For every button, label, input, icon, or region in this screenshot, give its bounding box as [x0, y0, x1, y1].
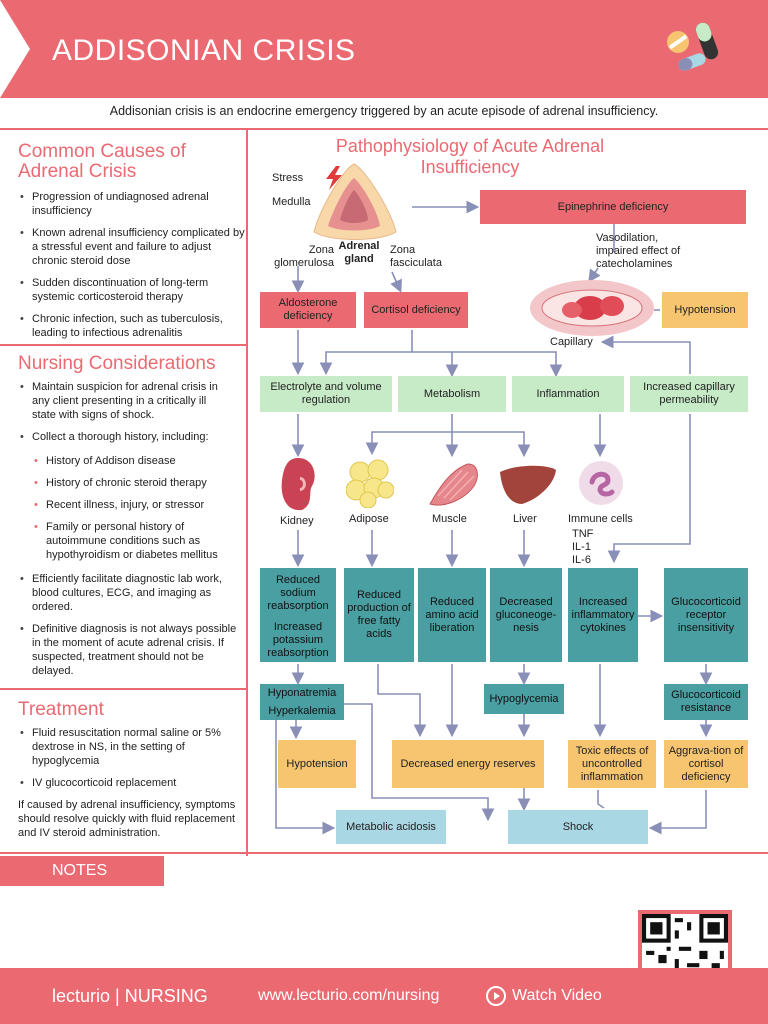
divider [0, 688, 246, 690]
list-item: Maintain suspicion for adrenal crisis in… [18, 380, 246, 422]
capillary-permeability-box: Increased capillary permeability [630, 376, 748, 412]
cortisol-box: Cortisol deficiency [364, 292, 468, 328]
potassium-text: Increased potassium reabsorption [267, 621, 329, 659]
label-kidney: Kidney [280, 515, 314, 527]
label-liver: Liver [513, 513, 537, 525]
intro-text: Addisonian crisis is an endocrine emerge… [109, 104, 659, 118]
list-item: Definitive diagnosis is not always possi… [18, 622, 246, 678]
sodium-text: Reduced sodium reabsorption [267, 574, 329, 612]
aggravation-box: Aggrava-tion of cortisol deficiency [664, 740, 748, 788]
label-adipose: Adipose [349, 513, 389, 525]
hyponatremia-box: Hyponatremia [260, 684, 344, 702]
epinephrine-box: Epinephrine deficiency [480, 190, 746, 224]
sodium-potassium-box: Reduced sodium reabsorption Increased po… [260, 568, 336, 662]
liver-icon [500, 465, 556, 504]
divider [0, 852, 768, 854]
lightning-icon [326, 166, 342, 190]
energy-reserves-box: Decreased energy reserves [392, 740, 544, 788]
gluconeogenesis-box: Decreased gluconeoge-nesis [490, 568, 562, 662]
gc-resistance-box: Glucocorticoid resistance [664, 684, 748, 720]
label-muscle: Muscle [432, 513, 467, 525]
label-cytokines: TNF IL-1 IL-6 [572, 528, 594, 566]
list-item: Efficiently facilitate diagnostic lab wo… [18, 572, 246, 614]
metabolism-box: Metabolism [398, 376, 506, 412]
diagram-title: Pathophysiology of Acute Adrenal Insuffi… [335, 136, 605, 177]
label-zona-glomerulosa: Zona glomerulosa [274, 244, 334, 269]
treatment-section: Treatment Fluid resuscitation normal sal… [18, 700, 246, 840]
column-divider [246, 128, 248, 856]
pills-icon [667, 22, 719, 71]
label-medulla: Medulla [272, 196, 311, 208]
nursing-section: Nursing Considerations Maintain suspicio… [18, 354, 246, 686]
watch-video-link[interactable]: Watch Video [512, 987, 602, 1004]
divider [0, 344, 246, 346]
list-item: IV glucocorticoid replacement [18, 776, 246, 790]
divider [0, 128, 768, 130]
list-item: Collect a thorough history, including: [18, 430, 246, 444]
list-item: Sudden discontinuation of long-term syst… [18, 276, 246, 304]
list-item: Progression of undiagnosed adrenal insuf… [18, 190, 246, 218]
toxic-effects-box: Toxic effects of uncontrolled inflammati… [568, 740, 656, 788]
fatty-acids-box: Reduced production of free fatty acids [344, 568, 414, 662]
muscle-icon [429, 463, 478, 506]
list-item: History of Addison disease [18, 454, 246, 468]
cytokines-box: Increased inflammatory cytokines [568, 568, 638, 662]
notes-label: NOTES [0, 856, 164, 886]
list-item: Known adrenal insufficiency complicated … [18, 226, 246, 268]
capillary-illustration [530, 280, 654, 336]
footer-bar: lecturio | NURSING www.lecturio.com/nurs… [0, 968, 768, 1024]
aldosterone-box: Aldosterone deficiency [260, 292, 356, 328]
label-stress: Stress [272, 172, 304, 184]
list-item: Fluid resuscitation normal saline or 5% … [18, 726, 246, 768]
header-bar: ADDISONIAN CRISIS [0, 0, 768, 98]
amino-acid-box: Reduced amino acid liberation [418, 568, 486, 662]
adipose-icon [346, 459, 394, 508]
causes-section: Common Causes of Adrenal Crisis Progress… [18, 142, 246, 348]
shock-box: Shock [508, 810, 648, 844]
list-item: Chronic infection, such as tuberculosis,… [18, 312, 246, 340]
kidney-icon [281, 458, 315, 511]
nursing-title: Nursing Considerations [18, 353, 216, 374]
label-vasodilation: Vasodilation, impaired effect of catecho… [596, 232, 681, 270]
electrolyte-box: Electrolyte and volume regulation [260, 376, 392, 412]
hypotension-box: Hypotension [662, 292, 748, 328]
header-chevron [0, 0, 30, 98]
label-immune-cells: Immune cells [568, 513, 633, 525]
label-zona-fasciculata: Zona fasciculata [390, 244, 442, 269]
hyperkalemia-box: Hyperkalemia [260, 702, 344, 720]
immune-cell-icon [579, 461, 623, 505]
website-link[interactable]: www.lecturio.com/nursing [258, 987, 440, 1004]
list-item: Recent illness, injury, or stressor [18, 498, 246, 512]
label-capillary: Capillary [550, 336, 593, 348]
label-adrenal-gland: Adrenal gland [338, 240, 380, 265]
brand-logo[interactable]: lecturio | NURSING [52, 986, 208, 1006]
receptor-insensitivity-box: Glucocorticoid receptor insensitivity [664, 568, 748, 662]
metabolic-acidosis-box: Metabolic acidosis [336, 810, 446, 844]
hypoglycemia-box: Hypoglycemia [484, 684, 564, 714]
play-icon[interactable] [486, 986, 506, 1006]
treatment-title: Treatment [18, 699, 104, 720]
page-title: ADDISONIAN CRISIS [52, 34, 356, 67]
treatment-note: If caused by adrenal insufficiency, symp… [18, 799, 236, 839]
inflammation-box: Inflammation [512, 376, 624, 412]
list-item: Family or personal history of autoimmune… [18, 520, 246, 562]
hypotension2-box: Hypotension [278, 740, 356, 788]
causes-title: Common Causes of Adrenal Crisis [18, 141, 186, 182]
adrenal-gland-illustration [313, 163, 397, 240]
list-item: History of chronic steroid therapy [18, 476, 246, 490]
